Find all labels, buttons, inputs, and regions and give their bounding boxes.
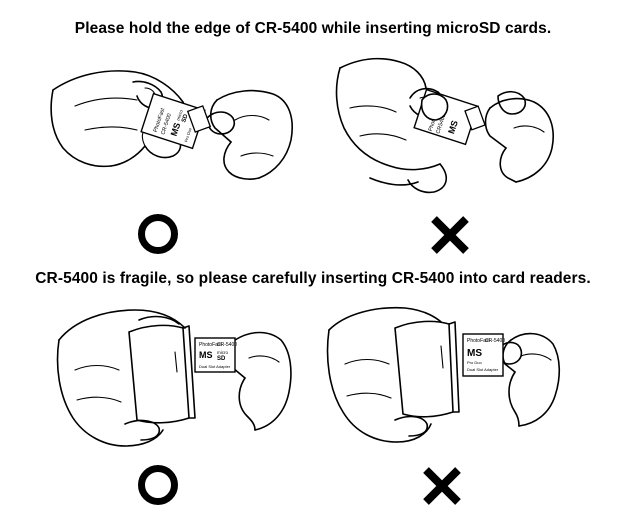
- wrong-cross-mark: [428, 213, 472, 262]
- adapter-sd-bottom: SD: [181, 113, 189, 123]
- adapter-sd-bottom: SD: [217, 356, 226, 362]
- cr5400-adapter: PhotoFast CR-5400 MS micro SD Dual Slot …: [194, 337, 237, 373]
- cross-icon: [431, 216, 469, 254]
- cross-icon: [423, 467, 461, 505]
- adapter-brand: PhotoFast: [199, 342, 222, 348]
- adapter-sd-top: micro: [217, 350, 228, 355]
- hand-holding-adapter-illustration: PhotoFast CR5400 MS: [335, 57, 554, 194]
- wrong-cross-mark: [420, 464, 464, 513]
- adapter-line-b: Dual Slot Adapter: [467, 367, 499, 372]
- adapter-line-a: Pro Duo: [183, 126, 193, 142]
- cr5400-adapter: PhotoFast CR-5400 MS Pro Duo Dual Slot A…: [462, 333, 505, 377]
- adapter-model: CR-5400: [217, 342, 237, 348]
- adapter-model: CR-5400: [485, 338, 505, 344]
- adapter-line-b: Dual Slot Adapter: [199, 364, 231, 369]
- cr5400-adapter: PhotoFast CR-5400 MS micro SD Pro Duo: [140, 92, 206, 150]
- panel-reader-correct: PhotoFast CR-5400 MS micro SD Dual Slot …: [55, 300, 295, 455]
- adapter-sd-top: micro: [176, 109, 184, 121]
- panel-insert-correct: PhotoFast CR-5400 MS micro SD Pro Duo: [45, 60, 295, 190]
- top-instruction-heading: Please hold the edge of CR-5400 while in…: [74, 20, 552, 37]
- panel-insert-wrong: PhotoFast CR5400 MS: [330, 48, 560, 198]
- bottom-instruction-heading: CR-5400 is fragile, so please carefully …: [35, 270, 591, 287]
- adapter-ms-label: MS: [199, 350, 213, 360]
- correct-circle-mark: [136, 463, 180, 512]
- hand-inserting-into-reader-illustration: PhotoFast CR-5400 MS micro SD Dual Slot …: [56, 309, 292, 447]
- circle-icon: [138, 465, 178, 505]
- hand-holding-adapter-illustration: PhotoFast CR-5400 MS micro SD Pro Duo: [50, 70, 293, 180]
- adapter-line-a: Pro Duo: [467, 360, 482, 365]
- microsd-card: [186, 105, 212, 133]
- hand-inserting-into-reader-illustration: PhotoFast CR-5400 MS Pro Duo Dual Slot A…: [326, 306, 561, 443]
- adapter-model: CR5400: [435, 114, 447, 135]
- adapter-ms-label: MS: [446, 119, 460, 135]
- correct-circle-mark: [136, 212, 180, 261]
- adapter-brand: PhotoFast: [467, 338, 490, 344]
- adapter-ms-label: MS: [169, 121, 183, 137]
- adapter-ms-label: MS: [467, 348, 482, 359]
- circle-icon: [138, 214, 178, 254]
- microsd-card: [464, 105, 486, 131]
- panel-reader-wrong: PhotoFast CR-5400 MS Pro Duo Dual Slot A…: [325, 300, 565, 455]
